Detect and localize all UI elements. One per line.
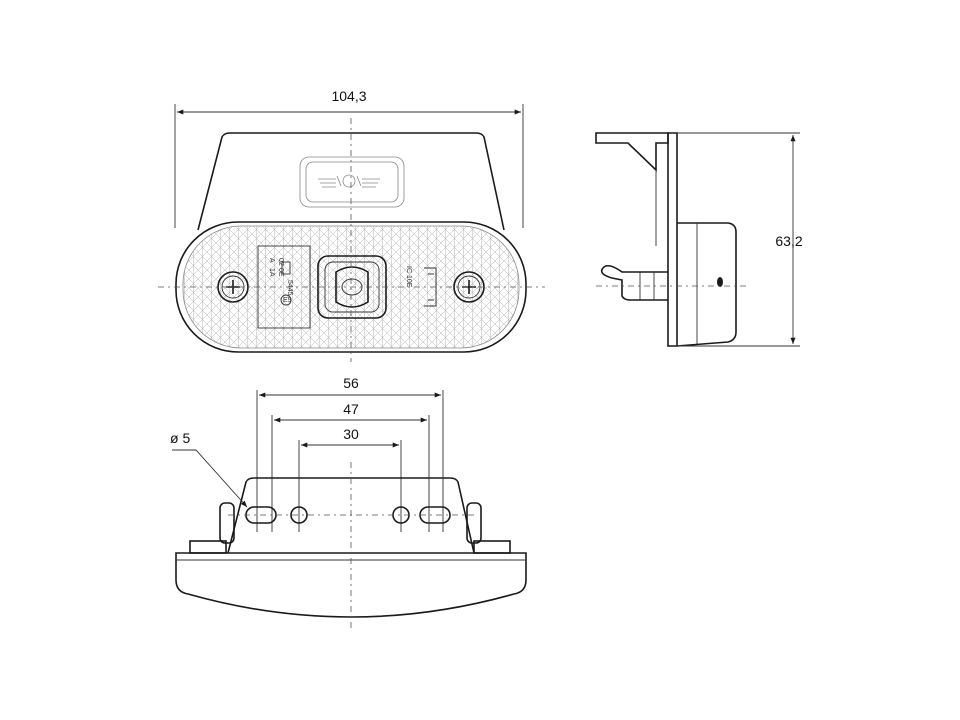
hole-diameter-leader <box>172 449 248 508</box>
dimension-30-label: 30 <box>343 426 359 442</box>
svg-text:A: A <box>268 258 275 263</box>
e-mark-circle <box>280 294 292 306</box>
hole-diameter-label: ø 5 <box>170 430 190 446</box>
side-mounting-plate <box>667 132 678 347</box>
logo-plate-inner <box>305 161 399 203</box>
bottom-view: 56 47 30 ø 5 <box>170 375 527 630</box>
e-mark-label: E9 <box>283 297 292 304</box>
manufacturer-logo <box>318 174 380 188</box>
round-hole-left <box>290 506 308 524</box>
svg-text:5445: 5445 <box>286 280 293 296</box>
left-base-lug <box>189 540 227 554</box>
side-housing <box>676 222 737 347</box>
left-side-tab <box>219 502 235 544</box>
approval-markings: A 1A 02 0E 5445 <box>268 258 293 296</box>
dimension-47-label: 47 <box>343 401 359 417</box>
svg-text:1A: 1A <box>268 268 275 277</box>
bottom-lens <box>175 552 527 618</box>
dimension-56-label: 56 <box>343 375 359 391</box>
mounting-bracket <box>595 132 669 172</box>
front-view: 104,3 A 1A 02 <box>158 88 545 362</box>
logo-plate <box>299 156 405 208</box>
side-screw-hole <box>717 277 723 287</box>
e-mark-box <box>281 261 291 275</box>
housing-outline <box>197 132 505 231</box>
svg-text:02: 02 <box>277 258 284 266</box>
svg-text:0E: 0E <box>277 268 284 277</box>
right-side-tab <box>466 502 482 544</box>
width-dimension-label: 104,3 <box>331 88 366 104</box>
side-cable <box>600 264 668 301</box>
bottom-housing <box>227 477 475 554</box>
height-dimension-label: 63,2 <box>775 233 802 249</box>
right-base-lug <box>473 540 511 554</box>
right-lens-marking: IC 10E <box>405 266 412 288</box>
side-view: 63,2 <box>595 132 803 347</box>
